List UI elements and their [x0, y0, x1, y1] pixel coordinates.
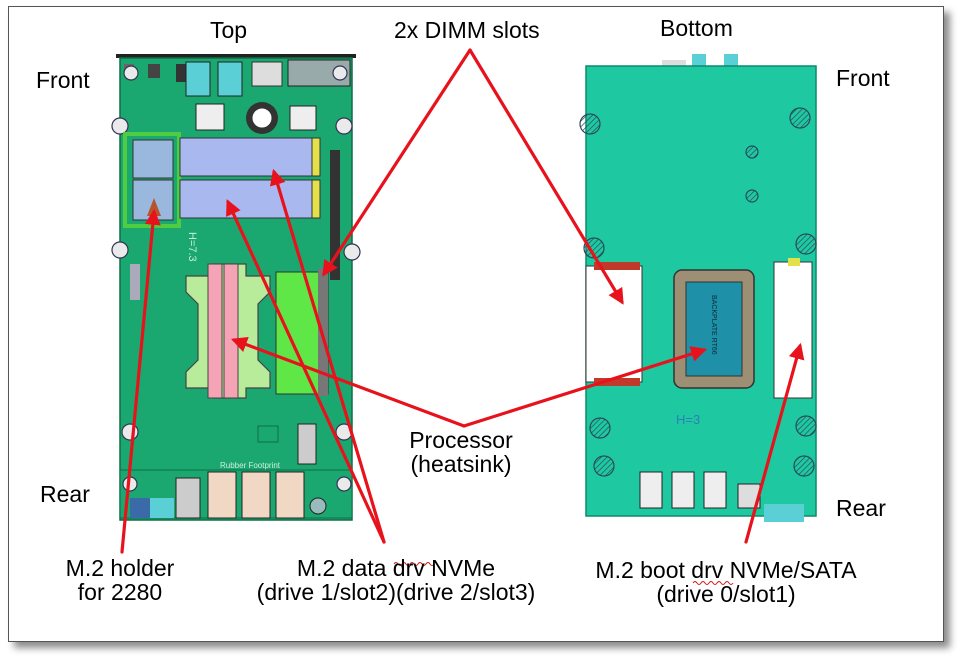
bottom-height-mark: H=3	[676, 412, 700, 427]
arrow-holder	[120, 208, 161, 554]
top-board: H=7.3 Rubber Footprint	[111, 54, 361, 521]
bottom-backplate: BACKPLATE RT66	[673, 269, 755, 389]
arrow-processor-bottom	[462, 346, 708, 428]
label-bottom: Bottom	[660, 15, 733, 41]
bottom-board: BACKPLATE RT66 H=3	[579, 54, 817, 522]
spell-underline-1	[393, 562, 435, 566]
label-m2-data-line2: (drive 1/slot2)(drive 2/slot3)	[256, 579, 536, 606]
label-m2-data-line1: M.2 data drv NVMe	[296, 555, 496, 581]
top-heatsink	[185, 263, 271, 399]
dimm-bottom	[585, 265, 643, 383]
label-m2-data: M.2 data drv NVMe (drive 1/slot2)(drive …	[226, 556, 566, 604]
arrow-data-drive-2	[269, 168, 386, 544]
spell-underline-2	[692, 581, 734, 585]
side-connector	[330, 150, 340, 280]
label-m2-boot: M.2 boot drv NVMe/SATA (drive 0/slot1)	[566, 558, 886, 606]
label-m2-holder-line2: for 2280	[77, 579, 163, 606]
top-board-edge	[116, 54, 356, 58]
label-processor: Processor (heatsink)	[396, 428, 526, 476]
callout-arrows	[120, 48, 805, 554]
label-dimm-slots: 2x DIMM slots	[394, 17, 540, 43]
m2-boot-drive-0	[773, 261, 813, 399]
arrow-processor-top	[231, 336, 466, 428]
arrow-boot-drive	[744, 342, 805, 544]
label-front-right: Front	[836, 65, 890, 91]
label-m2-boot-line1: M.2 boot drv NVMe/SATA	[595, 557, 857, 583]
m2-data-drive-1	[179, 137, 313, 177]
m2-data-drive-2	[179, 179, 313, 219]
arrow-data-drive-1	[226, 199, 386, 544]
label-top: Top	[210, 17, 248, 43]
arrow-dimm-top	[322, 48, 472, 277]
top-height-mark: H=7.3	[186, 232, 198, 262]
label-rear-right: Rear	[836, 495, 886, 521]
rubber-footprint-mark: Rubber Footprint	[220, 461, 281, 470]
backplate-text: BACKPLATE RT66	[710, 295, 717, 355]
label-processor-line1: Processor	[409, 427, 513, 453]
label-m2-boot-line2: (drive 0/slot1)	[656, 581, 796, 608]
arrow-dimm-bottom	[468, 48, 624, 305]
label-rear-left: Rear	[40, 481, 90, 507]
label-processor-line2: (heatsink)	[410, 451, 512, 478]
label-m2-holder-line1: M.2 holder	[65, 555, 175, 581]
rear-connectors-top	[130, 471, 327, 519]
label-m2-holder: M.2 holder for 2280	[40, 556, 200, 604]
label-front-left: Front	[36, 67, 90, 93]
